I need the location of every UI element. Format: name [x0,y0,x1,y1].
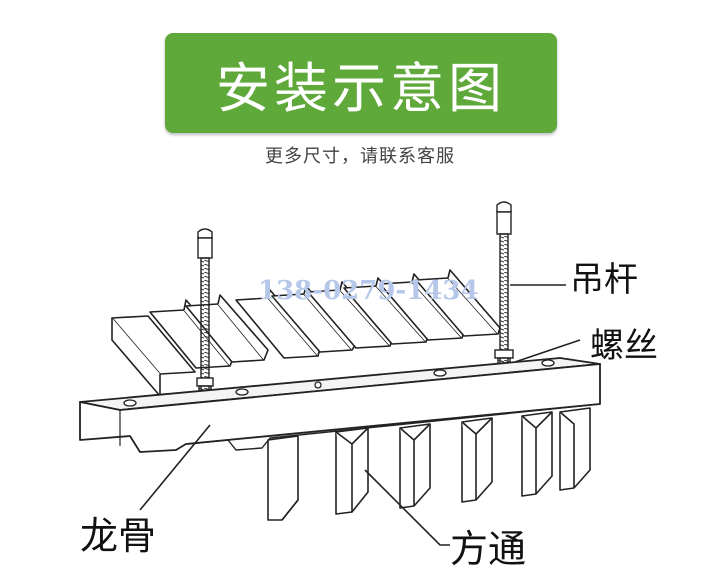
keel-slots [123,359,555,407]
front-tube-group [267,407,591,521]
keel-front-face [79,363,601,453]
leader-lines [139,284,581,546]
tube-leader [364,469,450,546]
back-tube [217,294,269,361]
front-tube [351,427,369,445]
keel-notch-edge [187,403,601,451]
diagram-title: 安装示意图 [216,56,506,120]
label-hanger-rod: 吊杆 [570,260,638,300]
keel-runner [79,357,601,453]
front-tube [413,423,431,441]
front-tube [475,417,493,435]
back-tube [111,318,161,397]
contact-subtitle: 更多尺寸，请联系客服 [265,146,455,167]
label-square-tube: 方通 [450,527,527,571]
phone-watermark: 138-0279-1434 [258,276,479,306]
title-banner: 安装示意图 [165,33,557,133]
screw-leader [514,339,581,363]
front-tube [559,411,575,488]
label-screw: 螺丝 [590,326,658,366]
keel-leader [139,424,211,511]
front-tube [267,435,299,521]
front-tube [281,499,299,521]
hanger-rod-right [494,201,514,373]
label-keel: 龙骨 [80,514,157,558]
front-tube [535,411,553,429]
back-tube [447,269,501,335]
